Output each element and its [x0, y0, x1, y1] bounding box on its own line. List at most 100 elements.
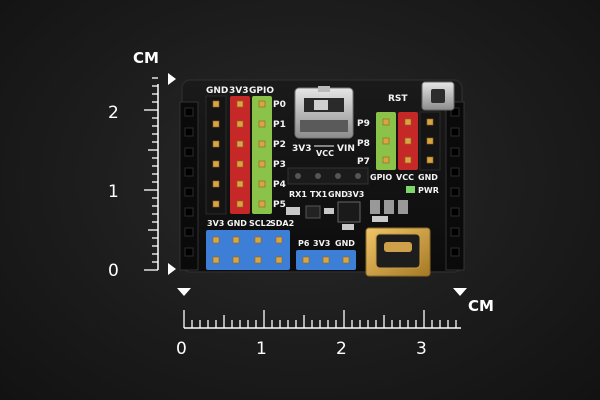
- reset-button: [421, 81, 455, 111]
- gold-pin: [404, 137, 412, 145]
- horizontal-number-2: 2: [336, 339, 347, 359]
- label-p5: P5: [273, 200, 286, 210]
- header-hole: [184, 247, 194, 257]
- label-vcc-right: VCC: [396, 173, 414, 182]
- gold-pin: [254, 236, 262, 244]
- label-3v3-p6: 3V3: [313, 239, 330, 248]
- label-3v3-i2c: 3V3: [207, 219, 224, 228]
- header-hole: [184, 227, 194, 237]
- left-female-header: [179, 101, 199, 271]
- gold-pin: [382, 137, 390, 145]
- header-hole: [184, 167, 194, 177]
- horizontal-number-0: 0: [176, 339, 187, 359]
- header-hole: [184, 207, 194, 217]
- header-hole: [184, 127, 194, 137]
- label-p0: P0: [273, 100, 286, 110]
- label-switch-vcc: VCC: [316, 149, 334, 158]
- gold-pin: [212, 180, 220, 188]
- horizontal-unit-label: CM: [468, 297, 494, 315]
- gold-pin: [232, 256, 240, 264]
- gold-pin: [404, 118, 412, 126]
- horizontal-number-3: 3: [416, 339, 427, 359]
- vertical-top-marker-icon: [168, 73, 176, 85]
- label-p7: P7: [357, 157, 370, 167]
- gold-pin: [258, 180, 266, 188]
- gold-pin: [322, 256, 330, 264]
- label-p8: P8: [357, 139, 370, 149]
- header-hole: [184, 147, 194, 157]
- label-p6: P6: [298, 239, 310, 248]
- label-3v3-uart: 3V3: [347, 190, 364, 199]
- label-sda2: SDA2: [270, 219, 294, 228]
- gold-pin: [258, 100, 266, 108]
- gold-pin: [232, 236, 240, 244]
- gold-pin: [212, 140, 220, 148]
- gold-pin: [254, 256, 262, 264]
- label-p1: P1: [273, 120, 286, 130]
- gold-pin: [236, 100, 244, 108]
- right-female-header: [445, 101, 465, 271]
- header-hole: [450, 107, 460, 117]
- gold-pin: [236, 200, 244, 208]
- header-hole: [184, 187, 194, 197]
- horizontal-right-marker-icon: [453, 288, 467, 296]
- right-pin-header: [376, 111, 441, 171]
- gold-pin: [404, 156, 412, 164]
- gold-pin: [426, 118, 434, 126]
- gold-pin: [236, 180, 244, 188]
- header-hole: [450, 167, 460, 177]
- horizontal-number-1: 1: [256, 339, 267, 359]
- label-switch-vin: VIN: [337, 144, 355, 154]
- header-hole: [450, 207, 460, 217]
- label-rst: RST: [388, 94, 408, 104]
- gold-pin: [258, 140, 266, 148]
- horizontal-left-marker-icon: [177, 288, 191, 296]
- gold-pin: [258, 120, 266, 128]
- uart-pads: [287, 167, 369, 185]
- gold-pin: [382, 156, 390, 164]
- expansion-board: GND 3V3 GPIO P0 P1 P2 P3 P4 P5 3V3 VCC V…: [179, 79, 465, 277]
- label-pwr: PWR: [418, 186, 439, 195]
- label-gnd-i2c: GND: [227, 219, 247, 228]
- main-pin-header: [205, 95, 272, 215]
- vertical-number-1: 1: [108, 182, 119, 202]
- label-gnd-p6: GND: [335, 239, 355, 248]
- p6-blue-header: [296, 250, 356, 270]
- header-hole: [450, 187, 460, 197]
- gold-pin: [275, 256, 283, 264]
- label-rx1: RX1: [289, 190, 307, 199]
- smd-components: [286, 200, 408, 230]
- gold-pin: [236, 160, 244, 168]
- label-gnd-right: GND: [418, 173, 438, 182]
- pwr-led: [406, 186, 415, 193]
- gold-pin: [426, 137, 434, 145]
- label-gpio-top: GPIO: [249, 86, 274, 96]
- gold-pin: [212, 100, 220, 108]
- label-gnd-top: GND: [206, 86, 228, 96]
- label-gpio-right: GPIO: [370, 173, 392, 182]
- gold-pin: [236, 140, 244, 148]
- gold-pin: [275, 236, 283, 244]
- header-hole: [450, 147, 460, 157]
- gold-pin: [212, 236, 220, 244]
- label-scl2: SCL2: [249, 219, 271, 228]
- vertical-number-0: 0: [108, 261, 119, 281]
- label-tx1: TX1: [310, 190, 328, 199]
- horizontal-ruler: CM 0 1 2 3: [176, 288, 494, 359]
- label-3v3-top: 3V3: [229, 86, 249, 96]
- label-gnd-uart: GND: [328, 190, 348, 199]
- label-p4: P4: [273, 180, 286, 190]
- vertical-bottom-marker-icon: [168, 263, 176, 275]
- header-hole: [450, 227, 460, 237]
- label-p3: P3: [273, 160, 286, 170]
- vertical-number-2: 2: [108, 103, 119, 123]
- gold-pin: [212, 160, 220, 168]
- gold-pin: [302, 256, 310, 264]
- header-hole: [184, 107, 194, 117]
- label-switch-3v3: 3V3: [292, 144, 312, 154]
- label-p2: P2: [273, 140, 286, 150]
- vertical-ruler: CM 2 1 0: [108, 49, 176, 281]
- gold-pin: [382, 118, 390, 126]
- gold-pin: [212, 120, 220, 128]
